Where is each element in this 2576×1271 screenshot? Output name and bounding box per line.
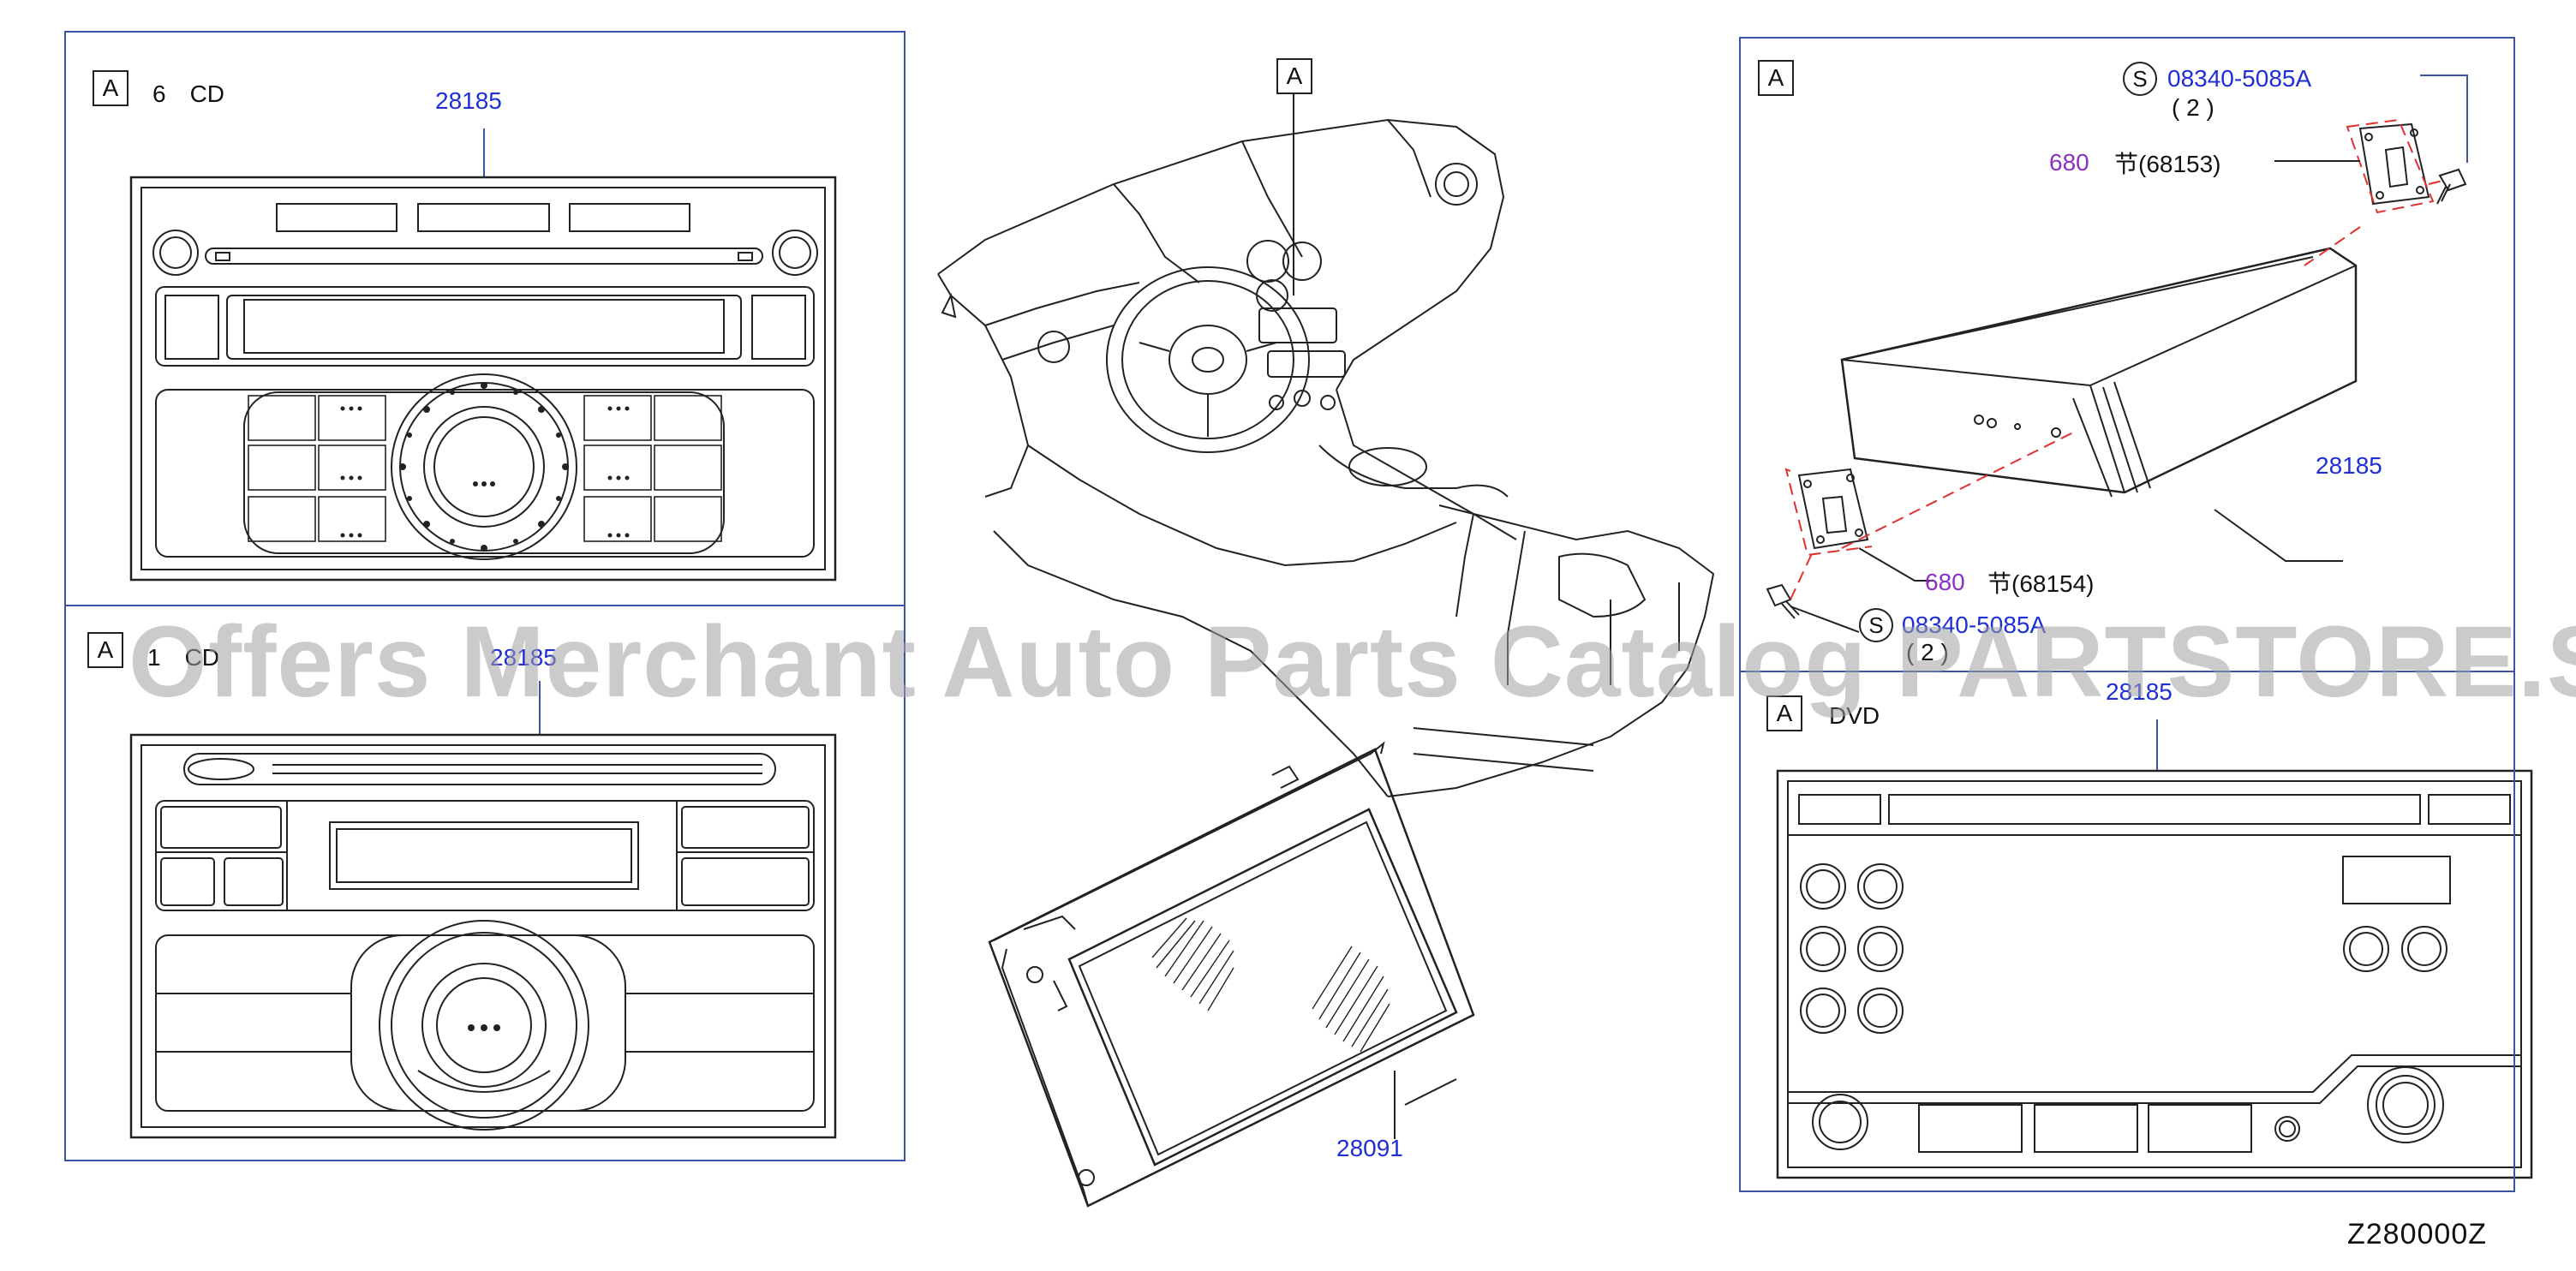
part-number-6cd-radio[interactable]: 28185 bbox=[435, 87, 502, 114]
panel-1cd-radio bbox=[64, 605, 905, 1161]
panel-dvd-unit bbox=[1739, 671, 2515, 1192]
bolt-quantity-upper: ( 2 ) bbox=[2172, 94, 2214, 121]
bolt-symbol-upper: S bbox=[2123, 62, 2157, 96]
bolt-quantity-lower: ( 2 ) bbox=[1906, 639, 1949, 665]
view-tag-1cd: A bbox=[87, 632, 123, 668]
panel-6cd-radio bbox=[64, 31, 905, 606]
view-tag-dashboard: A bbox=[1276, 58, 1312, 94]
part-number-bracket-upper[interactable]: 节(68153) bbox=[2114, 151, 2221, 177]
panel-label-6cd: 6 CD bbox=[152, 81, 225, 107]
part-number-bolt-upper[interactable]: 08340-5085A bbox=[2167, 65, 2312, 92]
dashboard-drawing bbox=[937, 94, 1715, 797]
ref-number-bracket-upper[interactable]: 680 bbox=[2049, 149, 2089, 176]
view-tag-bracket: A bbox=[1758, 60, 1794, 96]
part-number-1cd-radio[interactable]: 28185 bbox=[490, 644, 557, 671]
radio-6cd-drawing bbox=[129, 128, 837, 582]
part-number-bolt-lower[interactable]: 08340-5085A bbox=[1902, 612, 2047, 638]
view-tag-dvd: A bbox=[1766, 695, 1802, 731]
panel-label-dvd: DVD bbox=[1829, 702, 1880, 729]
part-number-display-unit[interactable]: 28091 bbox=[1336, 1135, 1403, 1161]
part-number-bracket-lower[interactable]: 节(68154) bbox=[1987, 570, 2095, 597]
radio-1cd-drawing bbox=[129, 681, 837, 1139]
view-tag-6cd: A bbox=[93, 70, 129, 106]
bolt-symbol-lower: S bbox=[1859, 608, 1893, 642]
part-number-dvd-unit[interactable]: 28185 bbox=[2106, 678, 2173, 705]
bracket-assembly-drawing bbox=[1766, 75, 2468, 633]
panel-label-1cd: 1 CD bbox=[147, 644, 220, 671]
part-number-dvd-unit-side[interactable]: 28185 bbox=[2316, 452, 2382, 479]
dvd-unit-drawing bbox=[1776, 719, 2533, 1179]
display-unit-drawing bbox=[988, 741, 1475, 1208]
panel-bracket-assembly bbox=[1739, 37, 2515, 672]
ref-number-bracket-lower[interactable]: 680 bbox=[1925, 569, 1965, 595]
diagram-code: Z280000Z bbox=[2347, 1218, 2487, 1250]
